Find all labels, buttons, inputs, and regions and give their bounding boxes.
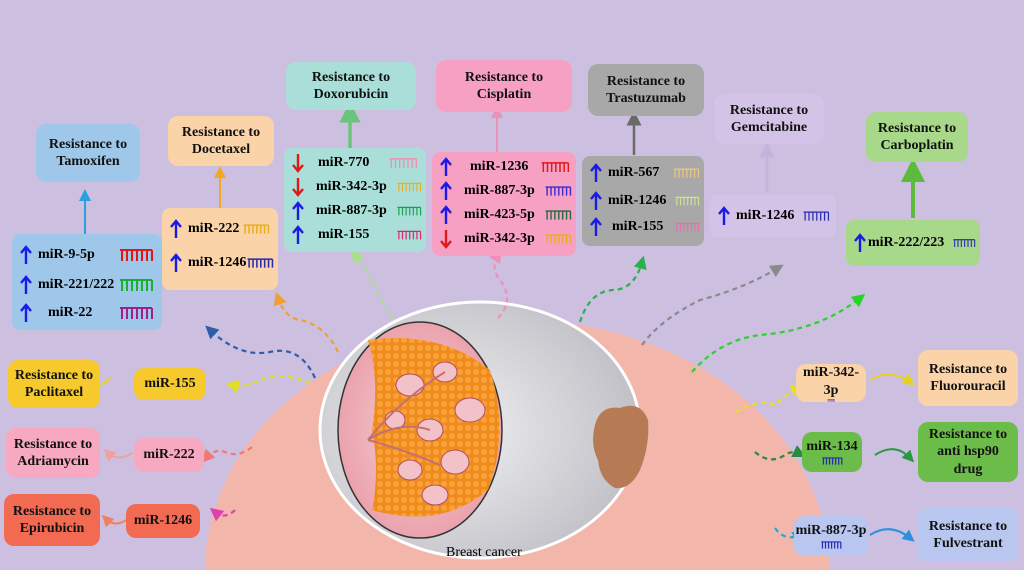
- mirna-paclitaxel: miR-155: [134, 368, 206, 400]
- mirna-list-tamoxifen: miR-9-5p miR-221/222 miR-22: [12, 234, 162, 330]
- mirna-label: miR-222: [188, 221, 240, 236]
- mirna-strand: [821, 541, 842, 549]
- title-gemcitabine: Resistance to Gemcitabine: [714, 94, 824, 144]
- title-doxorubicin: Resistance to Doxorubicin: [286, 62, 416, 110]
- mirna-label: miR-1236: [470, 159, 529, 174]
- mirna-label: miR-1246: [608, 193, 667, 208]
- title-tamoxifen: Resistance to Tamoxifen: [36, 124, 140, 182]
- mirna-label: miR-342-3p: [464, 231, 535, 246]
- mirna-list-trastuzumab: miR-567 miR-1246 miR-155: [582, 156, 704, 246]
- mirna-label: miR-9-5p: [38, 247, 95, 262]
- mirna-label: miR-134: [806, 439, 858, 455]
- mirna-label: miR-22: [48, 305, 93, 320]
- mirna-label: miR-342-3p: [803, 365, 859, 398]
- mirna-fluorouracil: miR-342-3p: [796, 364, 866, 402]
- title-fulvestrant: Resistance to Fulvestrant: [918, 508, 1018, 562]
- mirna-label: miR-567: [608, 165, 660, 180]
- mirna-label: miR-1246: [736, 208, 795, 223]
- mirna-label: miR-342-3p: [316, 179, 387, 194]
- mirna-list-carboplatin: miR-222/223: [846, 220, 980, 266]
- title-adriamycin: Resistance to Adriamycin: [6, 428, 100, 478]
- title-fluorouracil: Resistance to Fluorouracil: [918, 350, 1018, 406]
- mirna-label: miR-155: [318, 227, 370, 242]
- mirna-fulvestrant: miR-887-3p: [794, 516, 868, 556]
- mirna-label: miR-155: [612, 219, 664, 234]
- mirna-hsp90: miR-134: [802, 432, 862, 472]
- mirna-label: miR-221/222: [38, 277, 115, 292]
- mirna-list-doxorubicin: miR-770 miR-342-3p miR-887-3p miR-155: [284, 148, 426, 252]
- mirna-strand: [822, 457, 843, 465]
- title-trastuzumab: Resistance to Trastuzumab: [588, 64, 704, 116]
- title-carboplatin: Resistance to Carboplatin: [866, 112, 968, 162]
- mirna-list-docetaxel: miR-222 miR-1246: [162, 208, 278, 290]
- mirna-adriamycin: miR-222: [134, 438, 204, 472]
- mirna-label: miR-887-3p: [464, 183, 535, 198]
- mirna-list-cisplatin: miR-1236 miR-887-3p miR-423-5p miR-342-3…: [432, 152, 576, 256]
- torso-figure: [593, 405, 649, 489]
- mirna-epirubicin: miR-1246: [126, 504, 200, 538]
- title-epirubicin: Resistance to Epirubicin: [4, 494, 100, 546]
- mirna-list-gemcitabine: miR-1246: [710, 194, 836, 238]
- mirna-label: miR-887-3p: [316, 203, 387, 218]
- mirna-strand: [827, 399, 835, 402]
- title-paclitaxel: Resistance to Paclitaxel: [8, 360, 100, 408]
- mirna-label: miR-423-5p: [464, 207, 535, 222]
- mirna-label: miR-887-3p: [795, 523, 867, 539]
- mirna-label: miR-1246: [188, 255, 247, 270]
- center-label: Breast cancer: [446, 545, 522, 560]
- title-hsp90: Resistance to anti hsp90 drug: [918, 422, 1018, 482]
- title-cisplatin: Resistance to Cisplatin: [436, 60, 572, 112]
- title-docetaxel: Resistance to Docetaxel: [168, 116, 274, 166]
- mirna-label: miR-222/223: [868, 235, 945, 250]
- mirna-label: miR-770: [318, 155, 370, 170]
